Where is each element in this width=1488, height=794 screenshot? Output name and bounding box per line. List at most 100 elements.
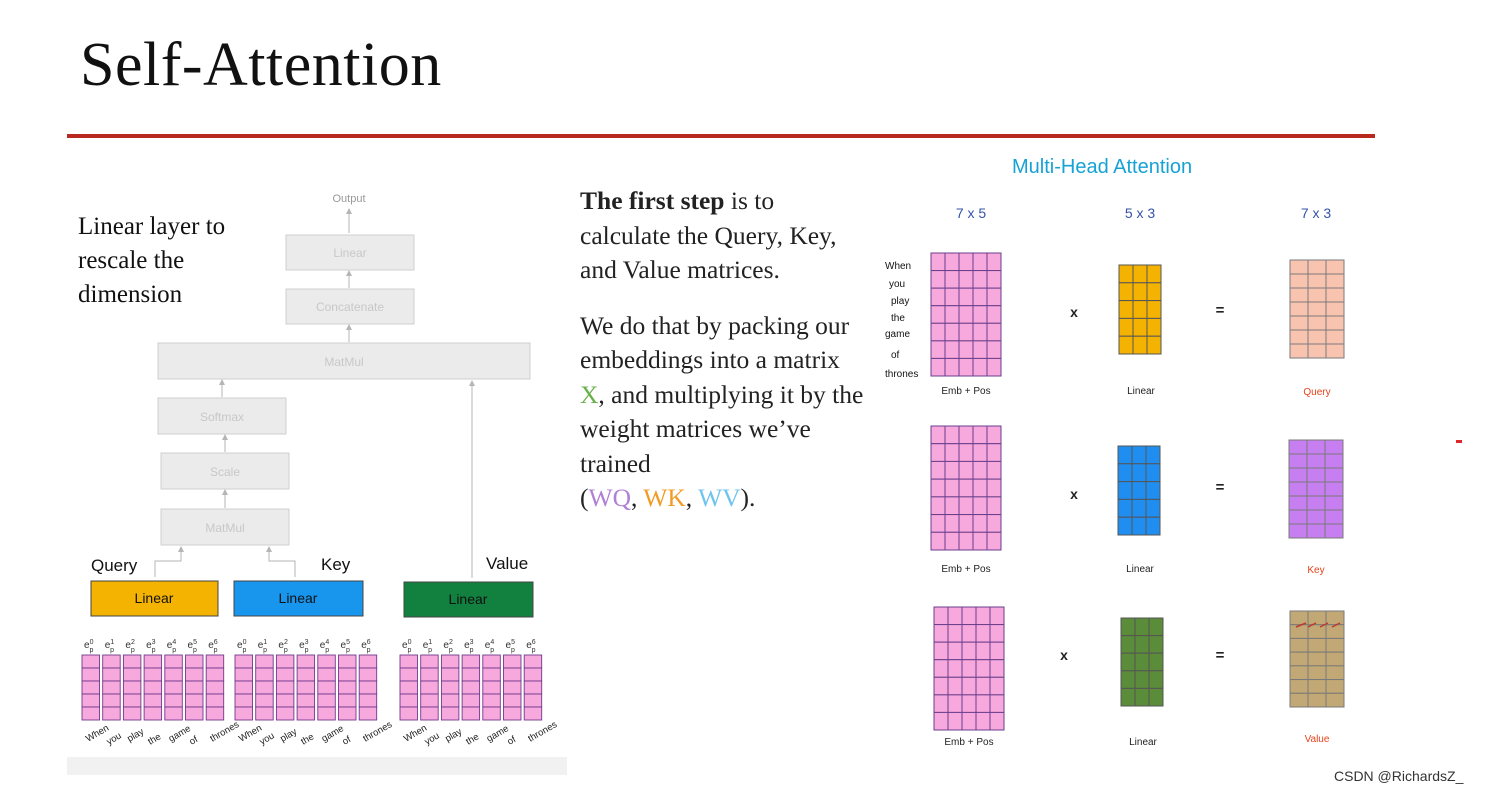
output-cell xyxy=(1325,315,1345,331)
input-cell xyxy=(947,676,963,696)
embedding-cell xyxy=(503,693,522,708)
token-word: thrones xyxy=(361,719,394,744)
embedding-cell xyxy=(255,706,274,721)
token-word: of xyxy=(341,734,354,748)
output-cell xyxy=(1325,343,1345,359)
embedding-cell xyxy=(317,693,336,708)
multi-head-attention-diagram: 7 x 5 5 x 3 7 x 3 Whenyouplaythegameofth… xyxy=(885,205,1345,748)
title-rule xyxy=(67,134,1375,138)
input-cell xyxy=(986,252,1002,272)
input-cell xyxy=(958,443,974,462)
token-word: of xyxy=(188,734,201,748)
output-cell xyxy=(1307,315,1327,331)
embedding-cell xyxy=(255,680,274,695)
output-cell xyxy=(1289,329,1309,345)
embedding-cell xyxy=(164,680,183,695)
embedding-cell xyxy=(317,706,336,721)
times-operator: x xyxy=(1070,304,1078,320)
output-cell xyxy=(1307,651,1327,667)
embedding-cell xyxy=(440,667,460,682)
embedding-cell xyxy=(358,693,378,708)
embedding-cell xyxy=(317,680,336,695)
weight-cell xyxy=(1148,652,1164,672)
output-cell xyxy=(1307,343,1327,359)
embedding-cell xyxy=(205,654,225,669)
embedding-cell xyxy=(399,667,418,682)
matrix-x: X xyxy=(580,379,599,409)
times-operator: x xyxy=(1060,647,1068,663)
embedding-cell xyxy=(420,706,439,721)
output-label: Query xyxy=(1303,387,1330,398)
embedding-cell xyxy=(296,654,316,669)
input-cell xyxy=(930,340,946,359)
output-cell xyxy=(1324,523,1344,539)
output-cell xyxy=(1288,439,1308,455)
paren-open: ( xyxy=(580,483,589,512)
embedding-cell xyxy=(420,667,439,682)
input-cell xyxy=(933,606,949,626)
output-cell xyxy=(1324,509,1344,525)
input-cell xyxy=(986,443,1002,462)
embedding-cell xyxy=(296,693,316,708)
word-label: game xyxy=(885,329,910,340)
input-cell xyxy=(944,478,960,498)
embedding-cell xyxy=(440,693,460,708)
weight-cell xyxy=(1132,300,1148,319)
multi-head-attention-title: Multi-Head Attention xyxy=(1012,156,1193,178)
input-cell xyxy=(958,357,974,377)
weight-cell xyxy=(1132,264,1148,284)
output-cell xyxy=(1325,301,1345,317)
embedding-cell xyxy=(482,654,501,669)
input-cell xyxy=(975,676,991,696)
embedding-cell xyxy=(234,654,253,669)
input-cell xyxy=(930,287,946,307)
output-cell xyxy=(1289,637,1309,653)
embedding-cell xyxy=(503,706,522,721)
embedding-cell xyxy=(399,680,418,695)
token-word: play xyxy=(125,726,146,744)
embedding-cell xyxy=(275,706,295,721)
input-cell xyxy=(933,624,949,643)
output-cell xyxy=(1325,679,1345,694)
input-cell xyxy=(958,270,974,289)
embedding-cell xyxy=(296,706,316,721)
output-cell xyxy=(1289,651,1309,667)
input-cell xyxy=(989,711,1005,731)
embedding-cell xyxy=(143,680,163,695)
attention-block-diagram: Output Linear Concatenate MatMul Softmax… xyxy=(67,193,567,775)
weight-cell xyxy=(1120,652,1136,672)
concatenate-block xyxy=(285,288,415,325)
input-cell xyxy=(944,340,960,359)
input-cell xyxy=(958,340,974,359)
weight-cell xyxy=(1146,317,1162,337)
input-cell xyxy=(986,531,1002,551)
embedding-cell xyxy=(143,667,163,682)
weight-label: Linear xyxy=(1129,737,1157,748)
embedding-cell xyxy=(358,706,378,721)
paragraph-1: The first step is to calculate the Query… xyxy=(580,184,865,288)
input-cell xyxy=(944,322,960,342)
embedding-cell xyxy=(503,667,522,682)
weight-cell xyxy=(1117,463,1133,483)
embedding-cell xyxy=(81,706,100,721)
input-cell xyxy=(972,443,988,462)
input-cell xyxy=(986,287,1002,307)
input-cell xyxy=(930,478,946,498)
word-label: you xyxy=(889,279,905,290)
weight-cell xyxy=(1132,335,1148,355)
input-cell xyxy=(947,641,963,661)
embedding-cell xyxy=(461,680,481,695)
input-cell xyxy=(961,606,977,626)
embedding-cell xyxy=(523,667,543,682)
output-cell xyxy=(1325,665,1345,681)
input-cell xyxy=(944,460,960,480)
equals-operator: = xyxy=(1216,479,1225,496)
input-cell xyxy=(958,478,974,498)
embedding-cell xyxy=(420,693,439,708)
